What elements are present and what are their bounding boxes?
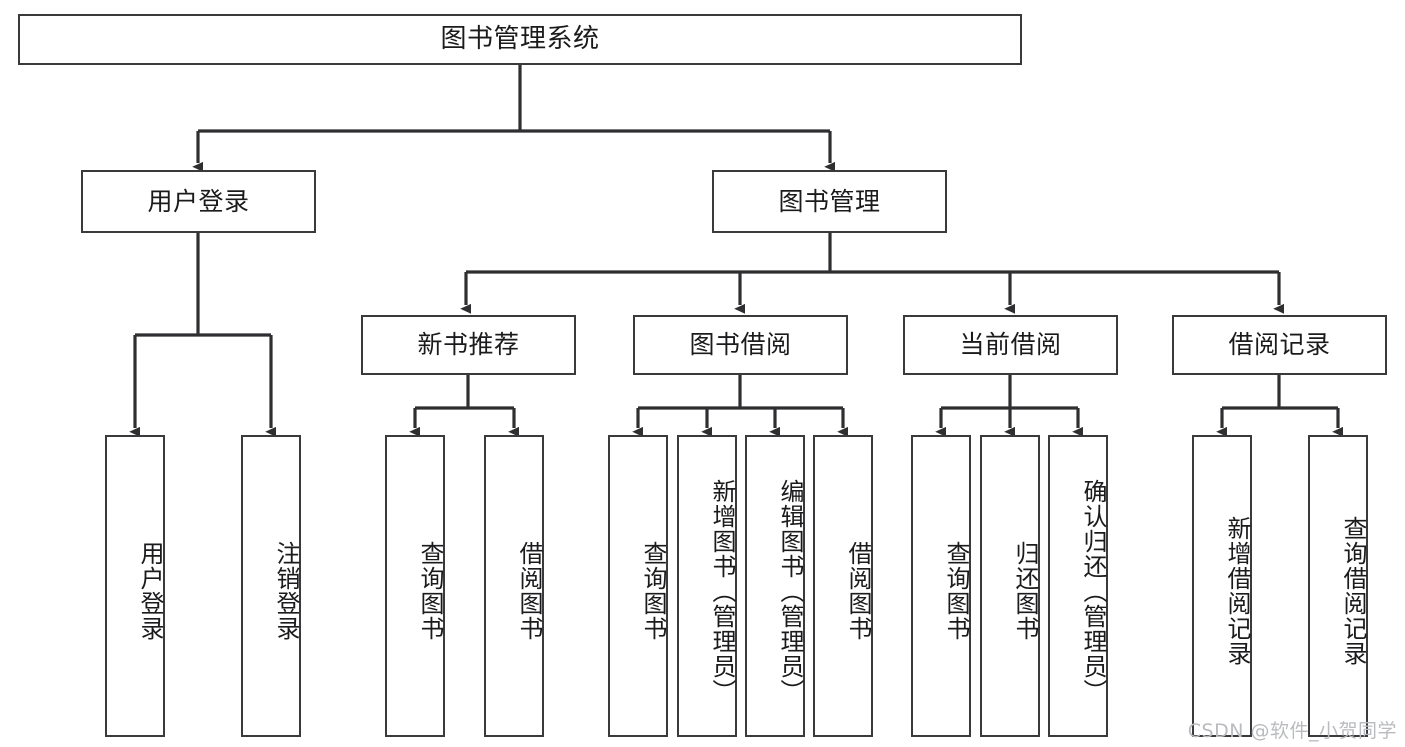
leaf-book-borrow-add-book-admin[interactable]: 新增图书（管理员）: [677, 435, 737, 737]
leaf-current-borrow-return-book[interactable]: 归还图书: [980, 435, 1040, 737]
leaf-label: 借阅图书: [844, 541, 872, 641]
leaf-current-borrow-confirm-return-admin[interactable]: 确认归还（管理员）: [1048, 435, 1108, 737]
node-new-book-recommend[interactable]: 新书推荐: [361, 315, 576, 375]
leaf-label: 注销登录: [272, 541, 300, 641]
node-current-borrow[interactable]: 当前借阅: [903, 315, 1118, 375]
node-user-login[interactable]: 用户登录: [81, 170, 316, 233]
leaf-label: 查询图书: [416, 541, 444, 641]
leaf-label: 归还图书: [1011, 541, 1039, 641]
leaf-new-book-query-book[interactable]: 查询图书: [385, 435, 445, 737]
leaf-label: 新增图书（管理员）: [708, 478, 736, 704]
leaf-label: 借阅图书: [515, 541, 543, 641]
leaf-book-borrow-query-book[interactable]: 查询图书: [608, 435, 668, 737]
node-book-management[interactable]: 图书管理: [712, 170, 947, 233]
leaf-user-login-logout[interactable]: 注销登录: [241, 435, 301, 737]
leaf-user-login-login[interactable]: 用户登录: [105, 435, 165, 737]
node-root-book-management-system[interactable]: 图书管理系统: [18, 14, 1022, 65]
leaf-label: 查询借阅记录: [1339, 516, 1367, 666]
leaf-new-book-borrow-book[interactable]: 借阅图书: [484, 435, 544, 737]
leaf-label: 新增借阅记录: [1223, 516, 1251, 666]
leaf-label: 查询图书: [639, 541, 667, 641]
leaf-current-borrow-query-book[interactable]: 查询图书: [911, 435, 971, 737]
leaf-book-borrow-borrow-book[interactable]: 借阅图书: [813, 435, 873, 737]
leaf-label: 确认归还（管理员）: [1079, 478, 1107, 704]
leaf-book-borrow-edit-book-admin[interactable]: 编辑图书（管理员）: [745, 435, 805, 737]
leaf-label: 用户登录: [136, 541, 164, 641]
leaf-borrow-record-add-record[interactable]: 新增借阅记录: [1192, 435, 1252, 737]
leaf-label: 查询图书: [942, 541, 970, 641]
csdn-watermark: CSDN @软件_小贺同学: [1187, 720, 1397, 742]
node-book-borrow[interactable]: 图书借阅: [633, 315, 848, 375]
node-borrow-record[interactable]: 借阅记录: [1172, 315, 1387, 375]
leaf-borrow-record-query-record[interactable]: 查询借阅记录: [1308, 435, 1368, 737]
leaf-label: 编辑图书（管理员）: [776, 478, 804, 704]
